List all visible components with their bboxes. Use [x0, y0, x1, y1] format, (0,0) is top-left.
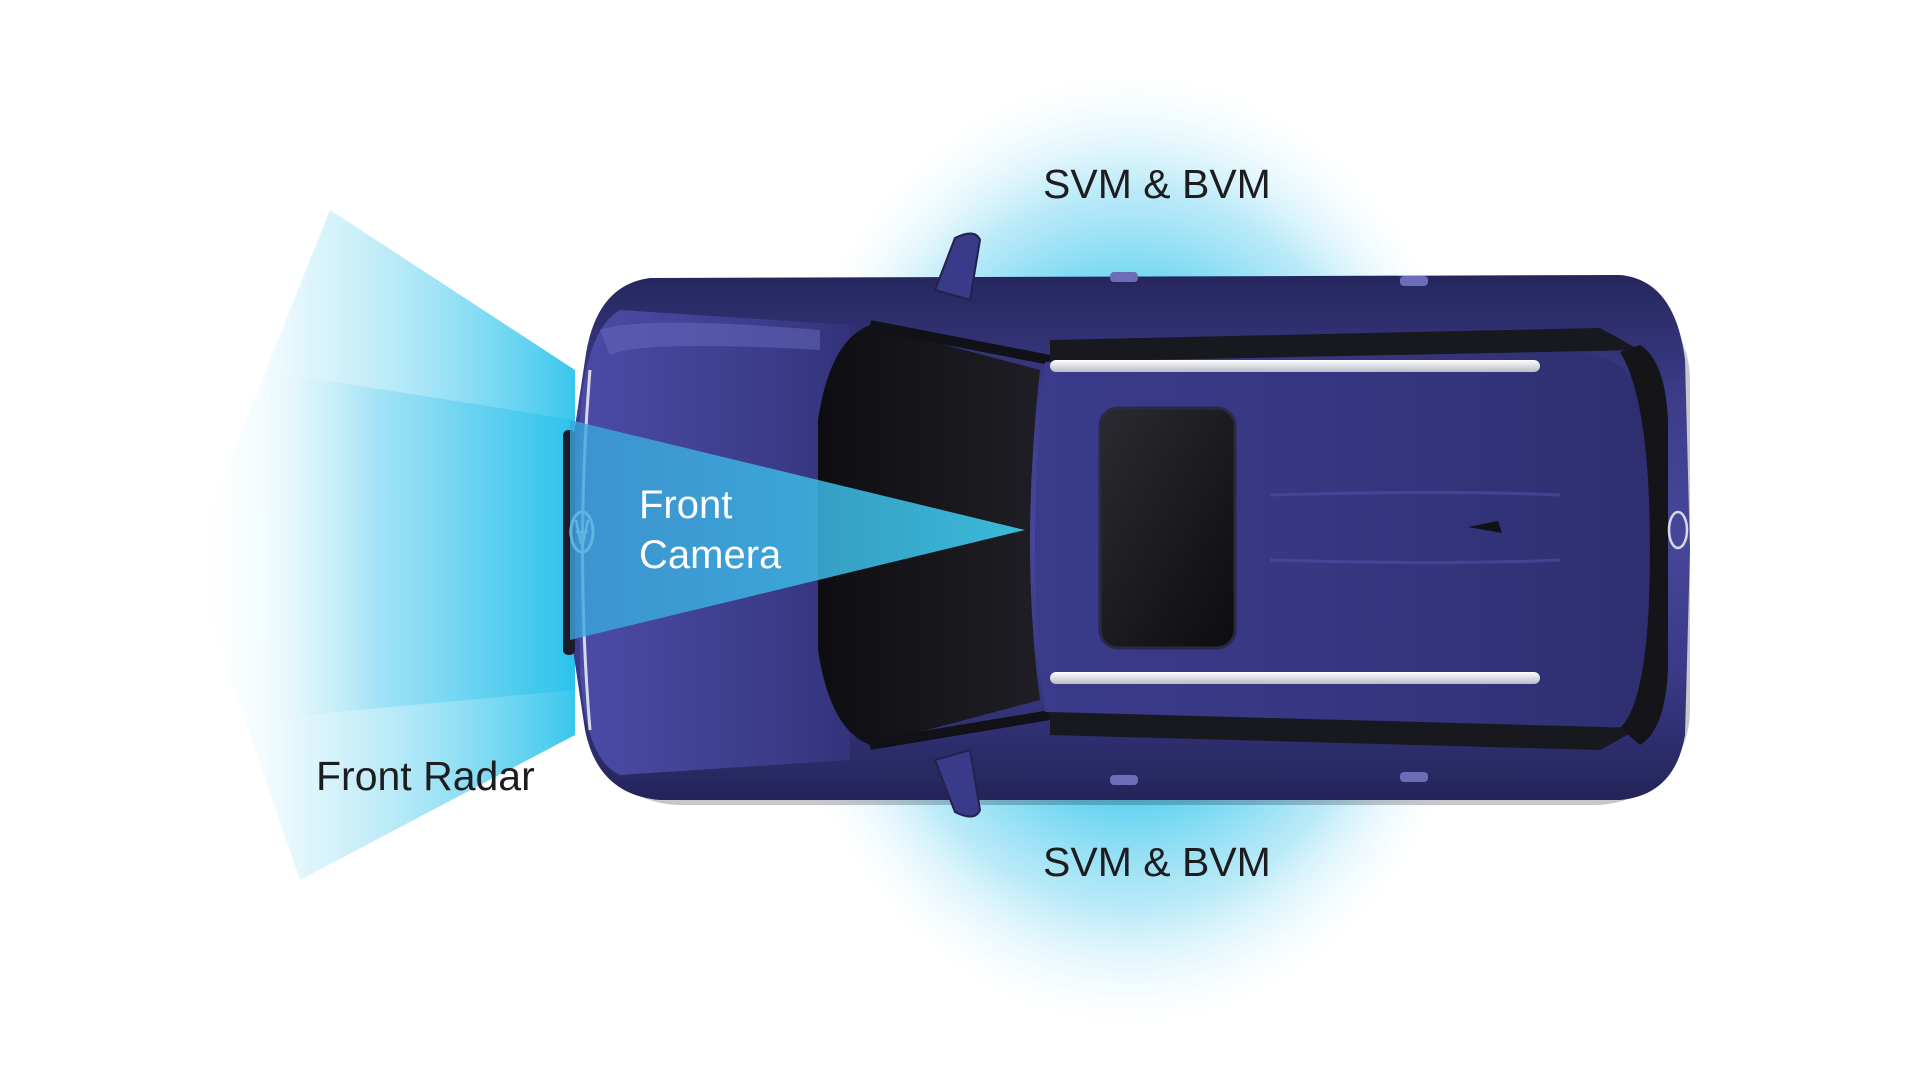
- svm-bvm-bottom-label: SVM & BVM: [1043, 839, 1271, 885]
- svm-bvm-top-label: SVM & BVM: [1043, 161, 1271, 207]
- front-camera-label-line1: Front: [639, 483, 733, 527]
- front-camera-label-line2: Camera: [639, 533, 782, 577]
- front-radar-coverage: [190, 210, 575, 880]
- front-camera-coverage: [570, 420, 1025, 640]
- suv-top-view-icon: [563, 232, 1690, 818]
- front-radar-label: Front Radar: [316, 753, 535, 799]
- front-camera-label: Front Camera: [639, 480, 781, 580]
